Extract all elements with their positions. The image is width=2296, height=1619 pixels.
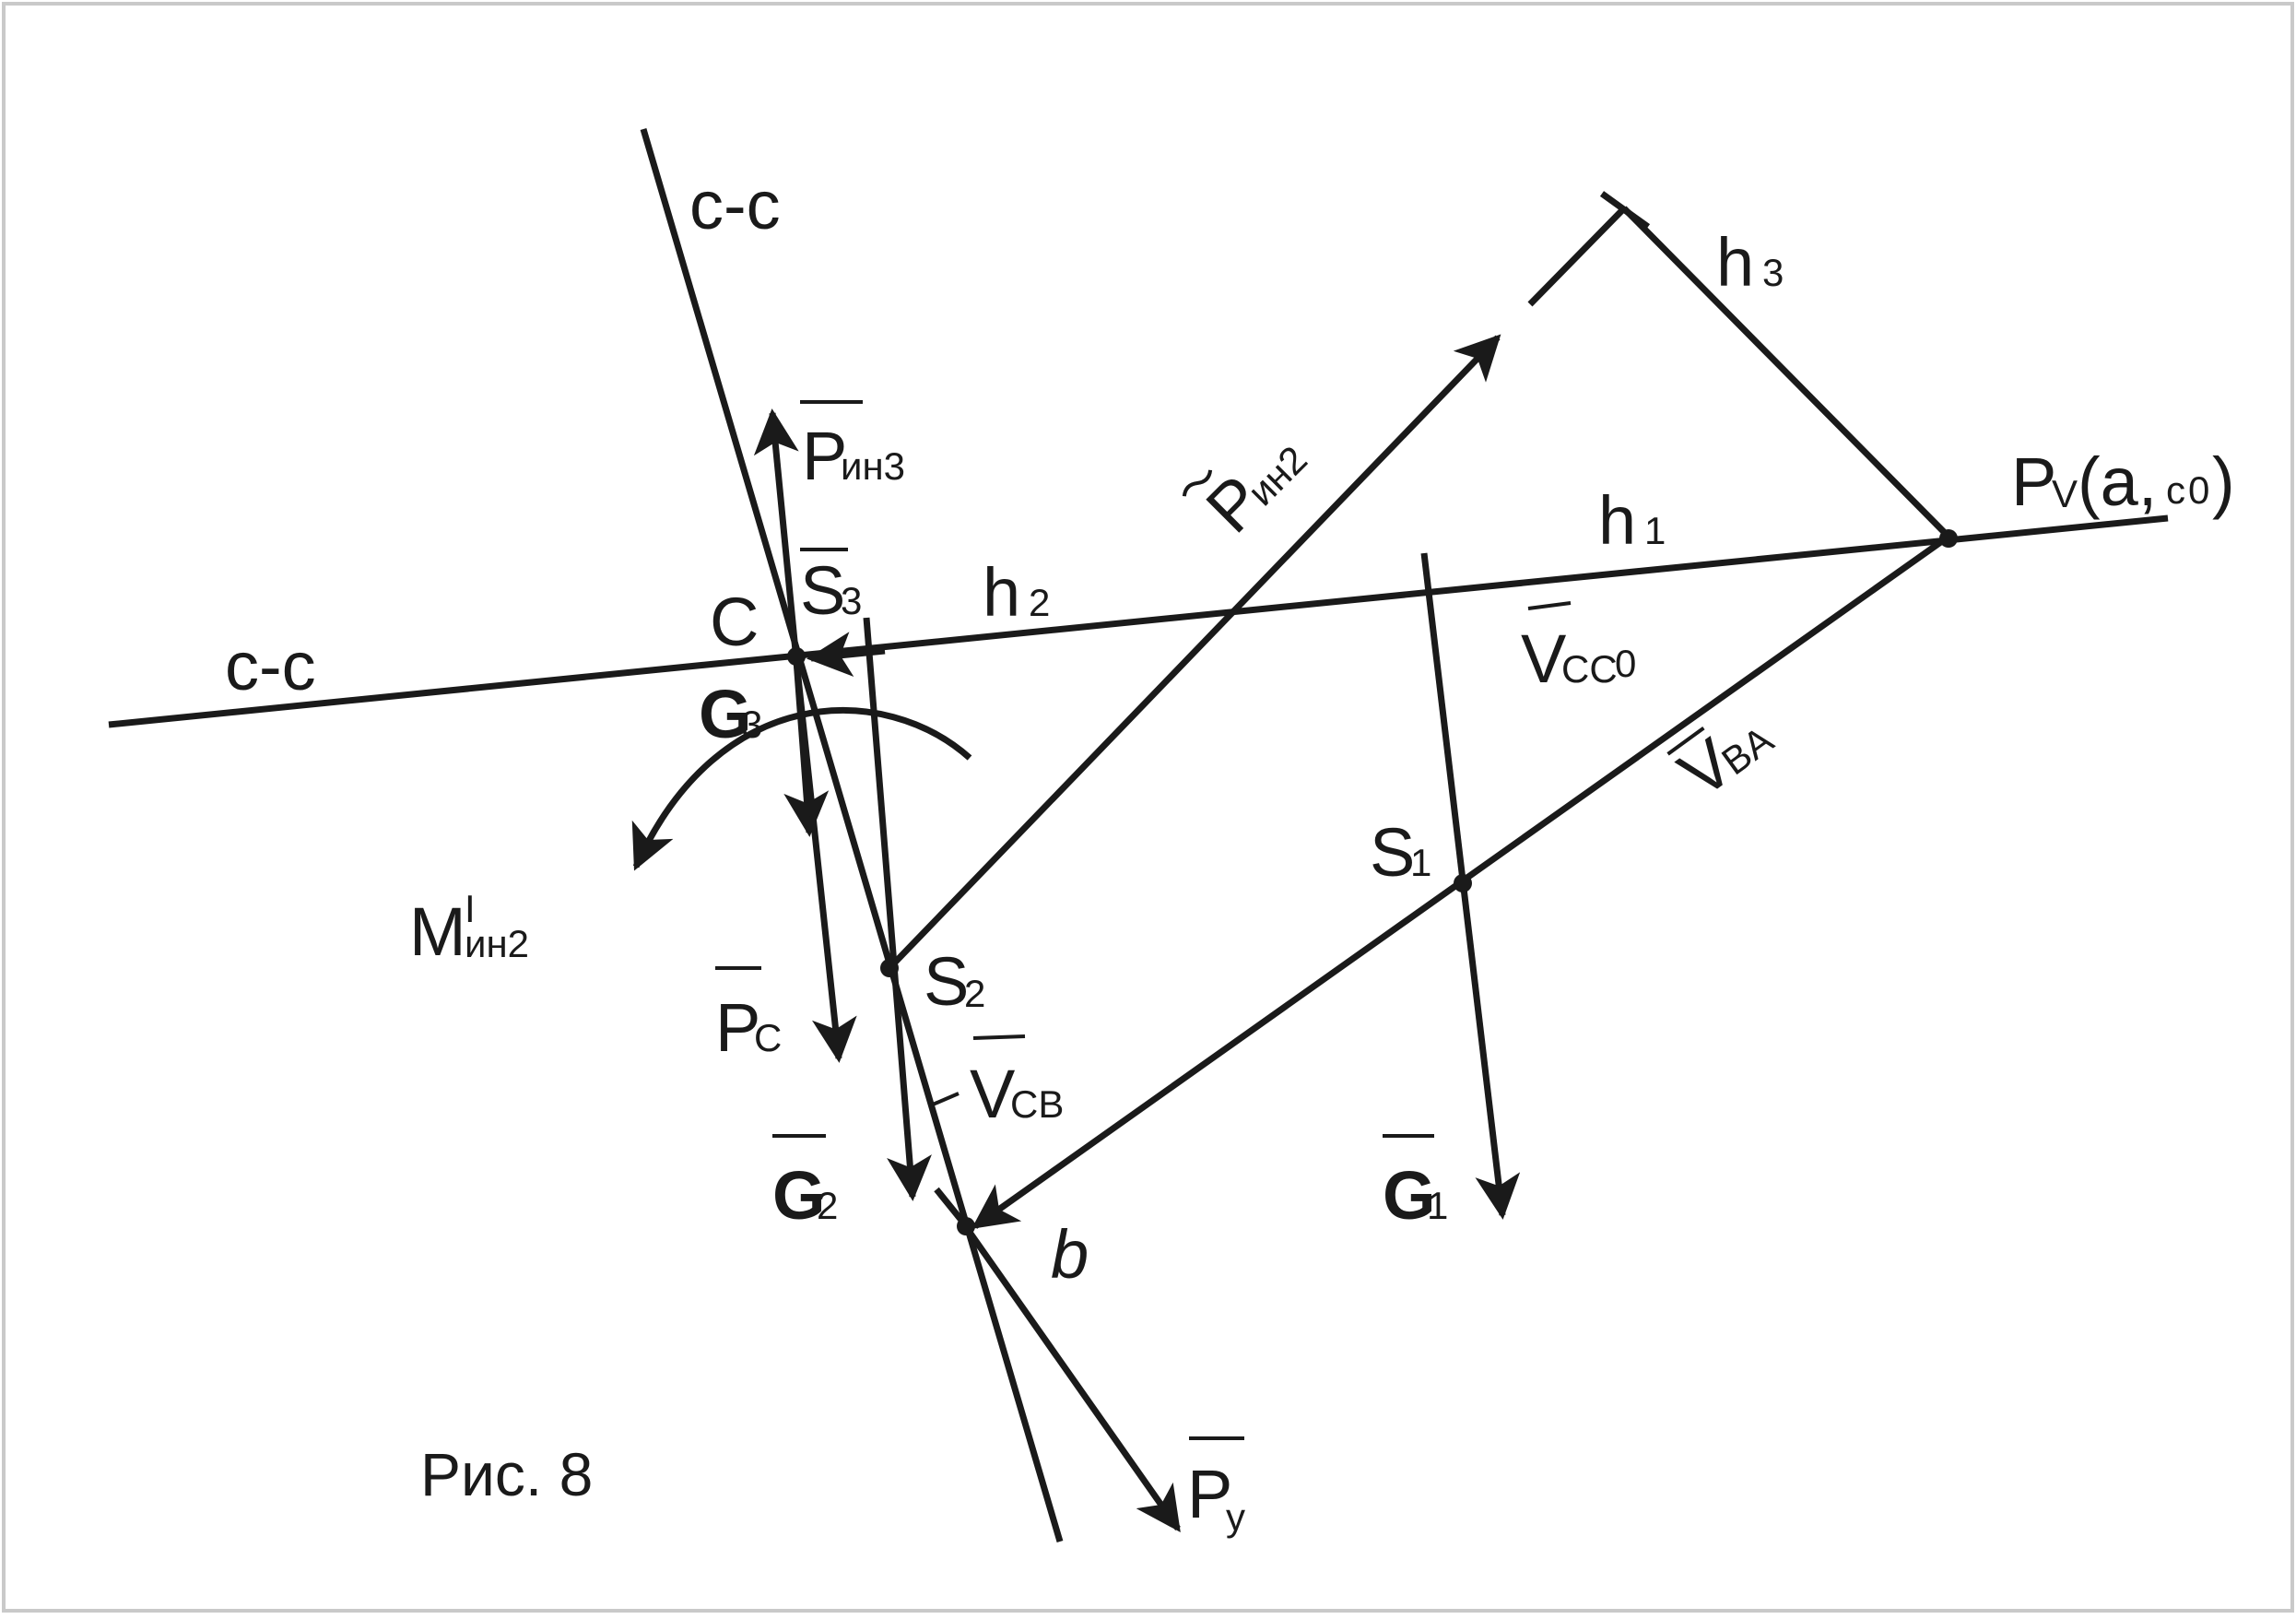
label-b: b	[1051, 1216, 1089, 1293]
svg-text:2: 2	[1029, 581, 1050, 624]
svg-text:P: P	[2011, 443, 2056, 520]
svg-text:V: V	[1521, 620, 1567, 697]
svg-text:2: 2	[964, 972, 985, 1015]
label-s1: S 1	[1370, 814, 1431, 891]
svg-text:P: P	[802, 418, 847, 494]
line-cc-steep	[640, 128, 1064, 1542]
svg-text:ин2: ин2	[465, 922, 529, 965]
figure-caption: Рис. 8	[420, 1440, 593, 1508]
svg-text:I: I	[465, 887, 476, 930]
arrow-p-in3	[753, 408, 800, 661]
svg-text:ин3: ин3	[841, 444, 905, 488]
svg-text:G: G	[1383, 1157, 1436, 1234]
svg-text:G: G	[772, 1157, 826, 1234]
line-h3	[1621, 206, 1951, 539]
label-cc-top: c-c	[689, 167, 781, 243]
line-cc-horizontal	[108, 514, 2169, 728]
svg-text:3: 3	[1762, 251, 1784, 294]
label-s3: S 3	[800, 548, 862, 629]
label-h2: h 2	[983, 554, 1050, 631]
svg-text:h: h	[983, 554, 1020, 631]
label-cc-left: c-c	[225, 628, 316, 704]
arrow-p-y	[961, 1222, 1181, 1533]
svg-text:h: h	[1716, 224, 1754, 301]
label-v-cb: V CB	[970, 1034, 1064, 1132]
svg-text:CC: CC	[1561, 647, 1618, 691]
label-c: C	[710, 584, 759, 660]
point-b	[957, 1217, 975, 1235]
svg-text:): )	[2212, 443, 2235, 520]
point-pv	[1939, 529, 1958, 548]
label-p-in2: P ин2	[1182, 438, 1315, 547]
label-p-y: P y	[1187, 1436, 1245, 1539]
line-p-in2-continuation	[1527, 206, 1627, 307]
label-g2: G 2	[772, 1134, 838, 1234]
svg-text:0: 0	[1615, 642, 1636, 685]
svg-text:V: V	[970, 1056, 1016, 1132]
svg-text:M: M	[409, 893, 466, 970]
label-g1: G 1	[1383, 1134, 1448, 1234]
label-s2: S 2	[924, 943, 985, 1020]
svg-text:V: V	[2052, 472, 2078, 515]
svg-text:(a,: (a,	[2078, 443, 2157, 520]
svg-text:S: S	[924, 943, 969, 1020]
svg-text:2: 2	[817, 1184, 838, 1227]
point-c	[787, 647, 806, 666]
label-p-in3: P ин3	[800, 400, 905, 494]
svg-text:y: y	[1226, 1495, 1245, 1539]
label-pv: P V (a, c 0 )	[2011, 443, 2235, 520]
svg-text:3: 3	[741, 703, 762, 746]
arrow-p-c	[793, 659, 857, 1063]
point-s2	[880, 959, 899, 977]
tick-v-cb	[932, 1092, 960, 1106]
label-p-c: P C	[715, 966, 782, 1066]
arrow-p-in2	[887, 334, 1501, 971]
svg-text:C: C	[754, 1016, 782, 1059]
svg-text:3: 3	[841, 579, 862, 622]
svg-text:c: c	[2166, 468, 2185, 512]
svg-text:1: 1	[1644, 509, 1666, 552]
arrow-v-cc0	[807, 632, 886, 677]
svg-text:P: P	[715, 989, 760, 1066]
label-m-in2: M I ин2	[409, 887, 529, 970]
label-v-ba: V BA	[1666, 717, 1782, 811]
svg-text:CB: CB	[1010, 1082, 1064, 1126]
point-s1	[1454, 874, 1472, 892]
label-v-cc0: V CC 0	[1521, 601, 1636, 697]
arc-m-in2	[631, 706, 972, 871]
label-h3: h 3	[1716, 224, 1784, 301]
svg-text:h: h	[1598, 482, 1636, 559]
svg-text:1: 1	[1427, 1184, 1448, 1227]
label-g3: G 3	[699, 676, 762, 752]
svg-text:0: 0	[2188, 468, 2209, 512]
label-h1: h 1	[1598, 482, 1666, 559]
svg-text:1: 1	[1410, 841, 1431, 884]
svg-text:P: P	[1187, 1456, 1232, 1532]
svg-text:S: S	[1370, 814, 1415, 891]
svg-text:S: S	[800, 552, 845, 629]
svg-text:G: G	[699, 676, 752, 752]
